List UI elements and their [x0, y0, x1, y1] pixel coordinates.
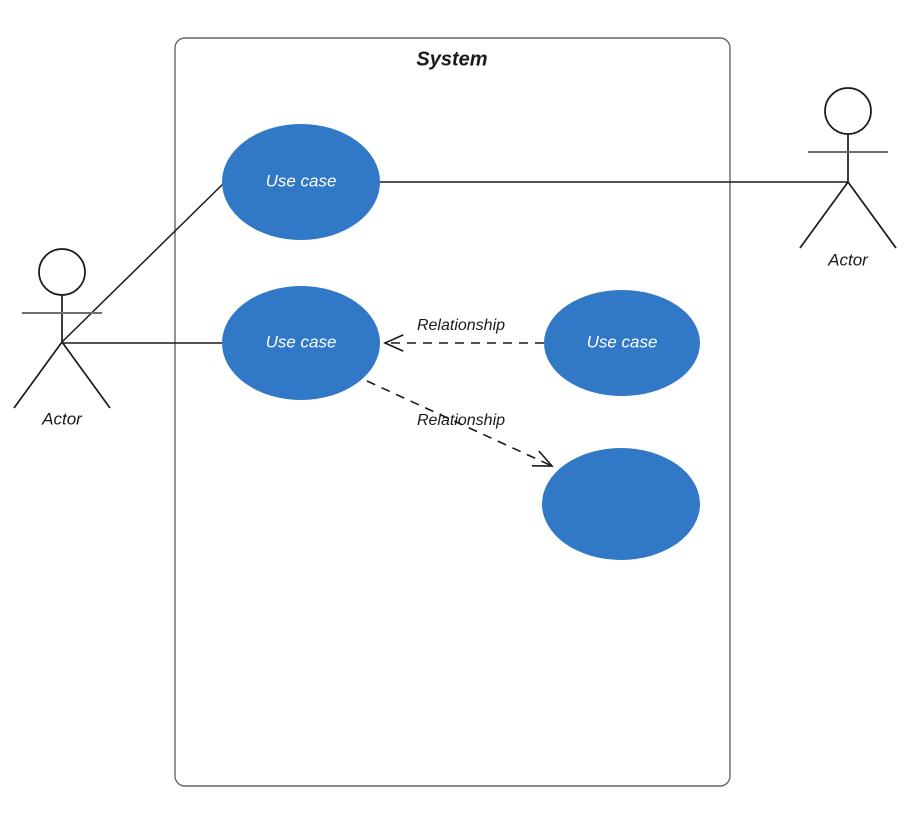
actor-right-leg-line	[847, 181, 897, 249]
use-case-label: Use case	[266, 332, 337, 351]
use-case-ellipse[interactable]	[222, 124, 380, 240]
relationship-label: Relationship	[417, 412, 505, 429]
relationship-arrow[interactable]: Relationship	[366, 380, 554, 467]
actor-left-leg-line	[799, 181, 849, 249]
relationship-label: Relationship	[417, 317, 505, 334]
association-line[interactable]	[61, 180, 227, 343]
use-case-node[interactable]: Use case	[222, 286, 380, 400]
system-boundary-title: System	[416, 48, 487, 70]
association-lines-group	[61, 180, 848, 344]
use-case-ellipse[interactable]	[542, 448, 700, 560]
use-case-label: Use case	[587, 332, 658, 351]
actor-head-icon	[824, 87, 872, 135]
use-case-label: Use case	[266, 171, 337, 190]
actor-label: Actor	[827, 250, 869, 269]
use-case-node[interactable]: Use case	[222, 124, 380, 240]
actor-left-leg-line	[13, 341, 63, 409]
relationship-dashed-line[interactable]	[366, 380, 553, 467]
use-case-node[interactable]	[542, 448, 700, 560]
actor-label: Actor	[41, 409, 83, 428]
actor-figure[interactable]: Actor	[799, 87, 897, 269]
relationship-arrow[interactable]: Relationship	[383, 317, 544, 352]
relationship-arrowhead-icon	[383, 334, 404, 352]
use-case-ellipse[interactable]	[544, 290, 700, 396]
relationship-arrowhead-icon	[531, 450, 554, 467]
use-case-ellipse[interactable]	[222, 286, 380, 400]
actor-right-leg-line	[61, 341, 111, 409]
actor-head-icon	[38, 248, 86, 296]
actor-figure[interactable]: Actor	[13, 248, 111, 428]
use-case-node[interactable]: Use case	[544, 290, 700, 396]
